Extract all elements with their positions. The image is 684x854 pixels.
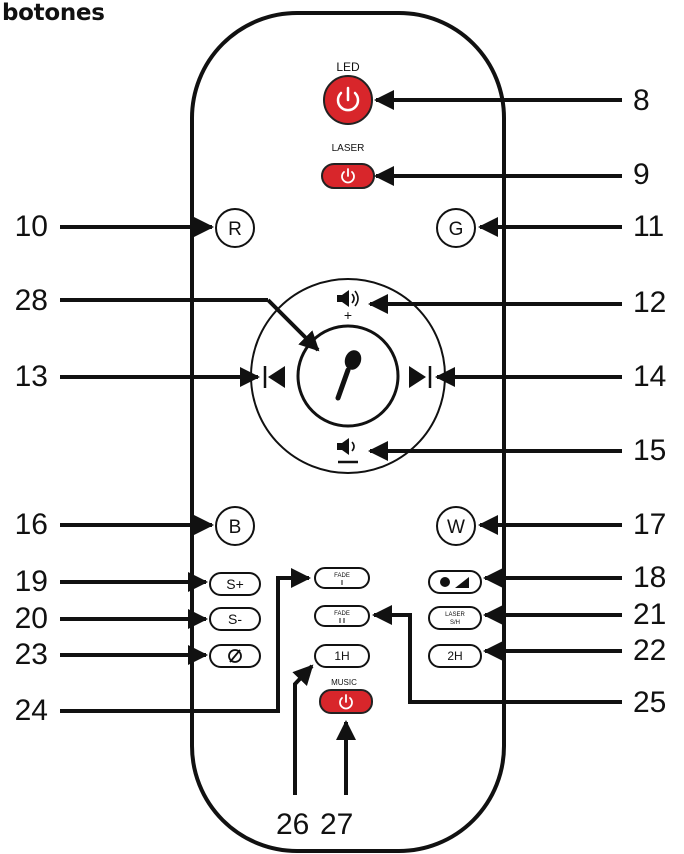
b-button[interactable]: B — [215, 506, 255, 546]
svg-text:G: G — [449, 219, 464, 240]
mute-button[interactable] — [209, 644, 261, 668]
callout-19: 19 — [14, 565, 48, 598]
svg-text:S+: S+ — [226, 576, 244, 592]
svg-text:+: + — [344, 307, 352, 323]
power-icon — [339, 694, 353, 710]
music-power-button[interactable] — [319, 689, 373, 714]
callout-13: 13 — [14, 360, 48, 393]
callout-23: 23 — [14, 638, 48, 671]
microphone-button[interactable] — [296, 324, 400, 428]
callout-arrows — [60, 90, 622, 795]
callout-21: 21 — [633, 598, 667, 631]
callout-18: 18 — [633, 561, 667, 594]
g-button[interactable]: G — [436, 208, 476, 248]
callout-12: 12 — [633, 286, 667, 319]
callout-25: 25 — [633, 686, 667, 719]
power-icon — [336, 86, 360, 112]
volume-up-button[interactable]: + — [337, 290, 359, 323]
svg-text:R: R — [228, 219, 242, 240]
s-minus-button[interactable]: S- — [209, 607, 261, 631]
svg-text:FADE: FADE — [334, 573, 350, 579]
led-power-button[interactable] — [323, 75, 373, 125]
r-button[interactable]: R — [215, 208, 255, 248]
svg-text:S-: S- — [228, 611, 242, 627]
s-plus-button[interactable]: S+ — [209, 572, 261, 596]
timer-2h-button[interactable]: 2H — [428, 644, 482, 668]
callout-9: 9 — [633, 158, 650, 191]
callout-17: 17 — [633, 508, 667, 541]
callout-15: 15 — [633, 434, 667, 467]
svg-text:1H: 1H — [334, 649, 349, 663]
svg-text:FADE: FADE — [334, 611, 350, 617]
svg-text:B: B — [229, 517, 242, 538]
previous-button[interactable] — [263, 366, 285, 388]
callout-24: 24 — [14, 694, 48, 727]
callout-8: 8 — [633, 84, 650, 117]
callout-11: 11 — [633, 210, 665, 243]
microphone-icon — [335, 350, 362, 401]
callout-27: 27 — [320, 808, 354, 841]
volume-up-icon — [337, 290, 359, 307]
light-mode-button[interactable] — [428, 570, 482, 594]
power-icon — [341, 168, 355, 184]
laser-sh-button[interactable]: LASER S/H — [428, 606, 482, 630]
led-label: LED — [336, 60, 360, 74]
heading: botones — [2, 0, 105, 26]
callout-26: 26 — [276, 808, 310, 841]
music-label: MUSIC — [331, 678, 357, 687]
callout-20: 20 — [14, 602, 48, 635]
w-button[interactable]: W — [436, 506, 476, 546]
next-track-icon — [409, 366, 432, 388]
fade2-button[interactable]: FADE — [314, 605, 370, 627]
fade1-button[interactable]: FADE — [314, 567, 370, 589]
callout-10: 10 — [14, 210, 48, 243]
svg-text:S/H: S/H — [450, 620, 460, 626]
callout-28: 28 — [14, 284, 48, 317]
svg-text:W: W — [447, 517, 465, 538]
laser-power-button[interactable] — [321, 163, 375, 189]
brightness-icon — [440, 577, 469, 588]
previous-track-icon — [263, 366, 285, 388]
timer-1h-button[interactable]: 1H — [314, 644, 370, 668]
callout-14: 14 — [633, 360, 667, 393]
svg-text:LASER: LASER — [445, 612, 465, 618]
next-button[interactable] — [409, 366, 432, 388]
volume-down-icon — [337, 438, 358, 464]
callout-16: 16 — [14, 508, 48, 541]
callout-22: 22 — [633, 634, 667, 667]
mute-icon — [228, 649, 242, 663]
volume-down-button[interactable] — [337, 438, 358, 464]
svg-text:2H: 2H — [447, 649, 462, 663]
laser-label: LASER — [332, 143, 365, 154]
